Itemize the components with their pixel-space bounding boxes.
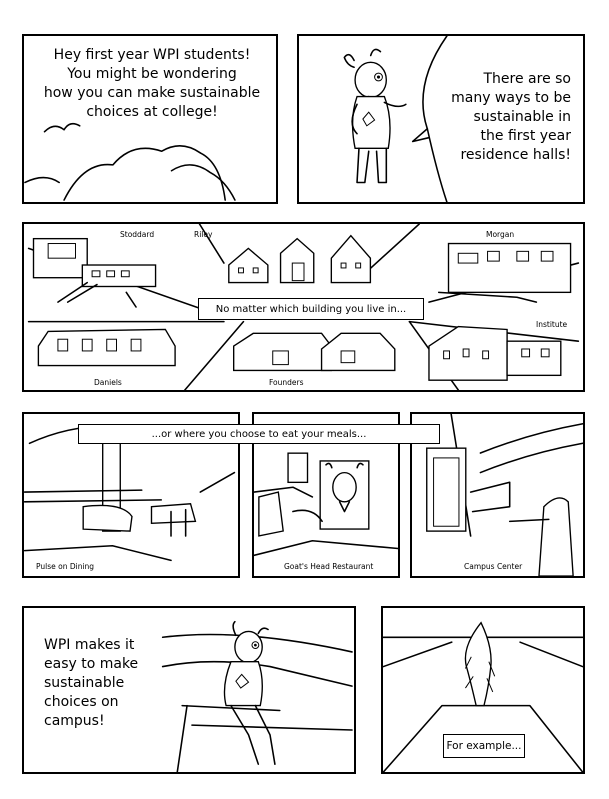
campus-center-illustration — [426, 414, 583, 576]
dining-banner: ...or where you choose to eat your meals… — [78, 424, 440, 444]
goat-head-icon — [332, 471, 357, 503]
panel-for-example: For example... — [381, 606, 585, 774]
cloud-illustration — [24, 122, 236, 201]
label-daniels: Daniels — [94, 378, 122, 387]
residence-halls-illustration — [27, 224, 580, 390]
panel-intro: Hey first year WPI students! You might b… — [22, 34, 278, 204]
goat-mascot-illustration — [343, 36, 448, 202]
panel-residence-halls: Stoddard Riley Morgan Institute Daniels … — [22, 222, 585, 392]
intro-text: Hey first year WPI students! You might b… — [43, 47, 261, 120]
label-founders: Founders — [269, 378, 304, 387]
label-institute: Institute — [536, 320, 568, 329]
goat-sitting-illustration — [161, 620, 353, 772]
fountain-illustration — [383, 621, 583, 772]
label-pulse-dining: Pulse on Dining — [36, 562, 95, 571]
goat-speech-text: There are so many ways to be sustainable… — [451, 71, 571, 163]
goats-head-illustration — [254, 452, 398, 557]
label-riley: Riley — [194, 230, 213, 239]
panel-goat-speech: There are so many ways to be sustainable… — [297, 34, 585, 204]
for-example-box: For example... — [443, 734, 525, 758]
label-goats-head: Goat's Head Restaurant — [284, 562, 374, 571]
label-morgan: Morgan — [486, 230, 515, 239]
label-campus-center: Campus Center — [464, 562, 523, 571]
wpi-choices-text: WPI makes it easy to make sustainable ch… — [44, 637, 139, 729]
residence-banner: No matter which building you live in... — [198, 298, 424, 320]
pulse-dining-illustration — [24, 425, 236, 562]
label-stoddard: Stoddard — [120, 230, 155, 239]
panel-wpi-choices: WPI makes it easy to make sustainable ch… — [22, 606, 356, 774]
